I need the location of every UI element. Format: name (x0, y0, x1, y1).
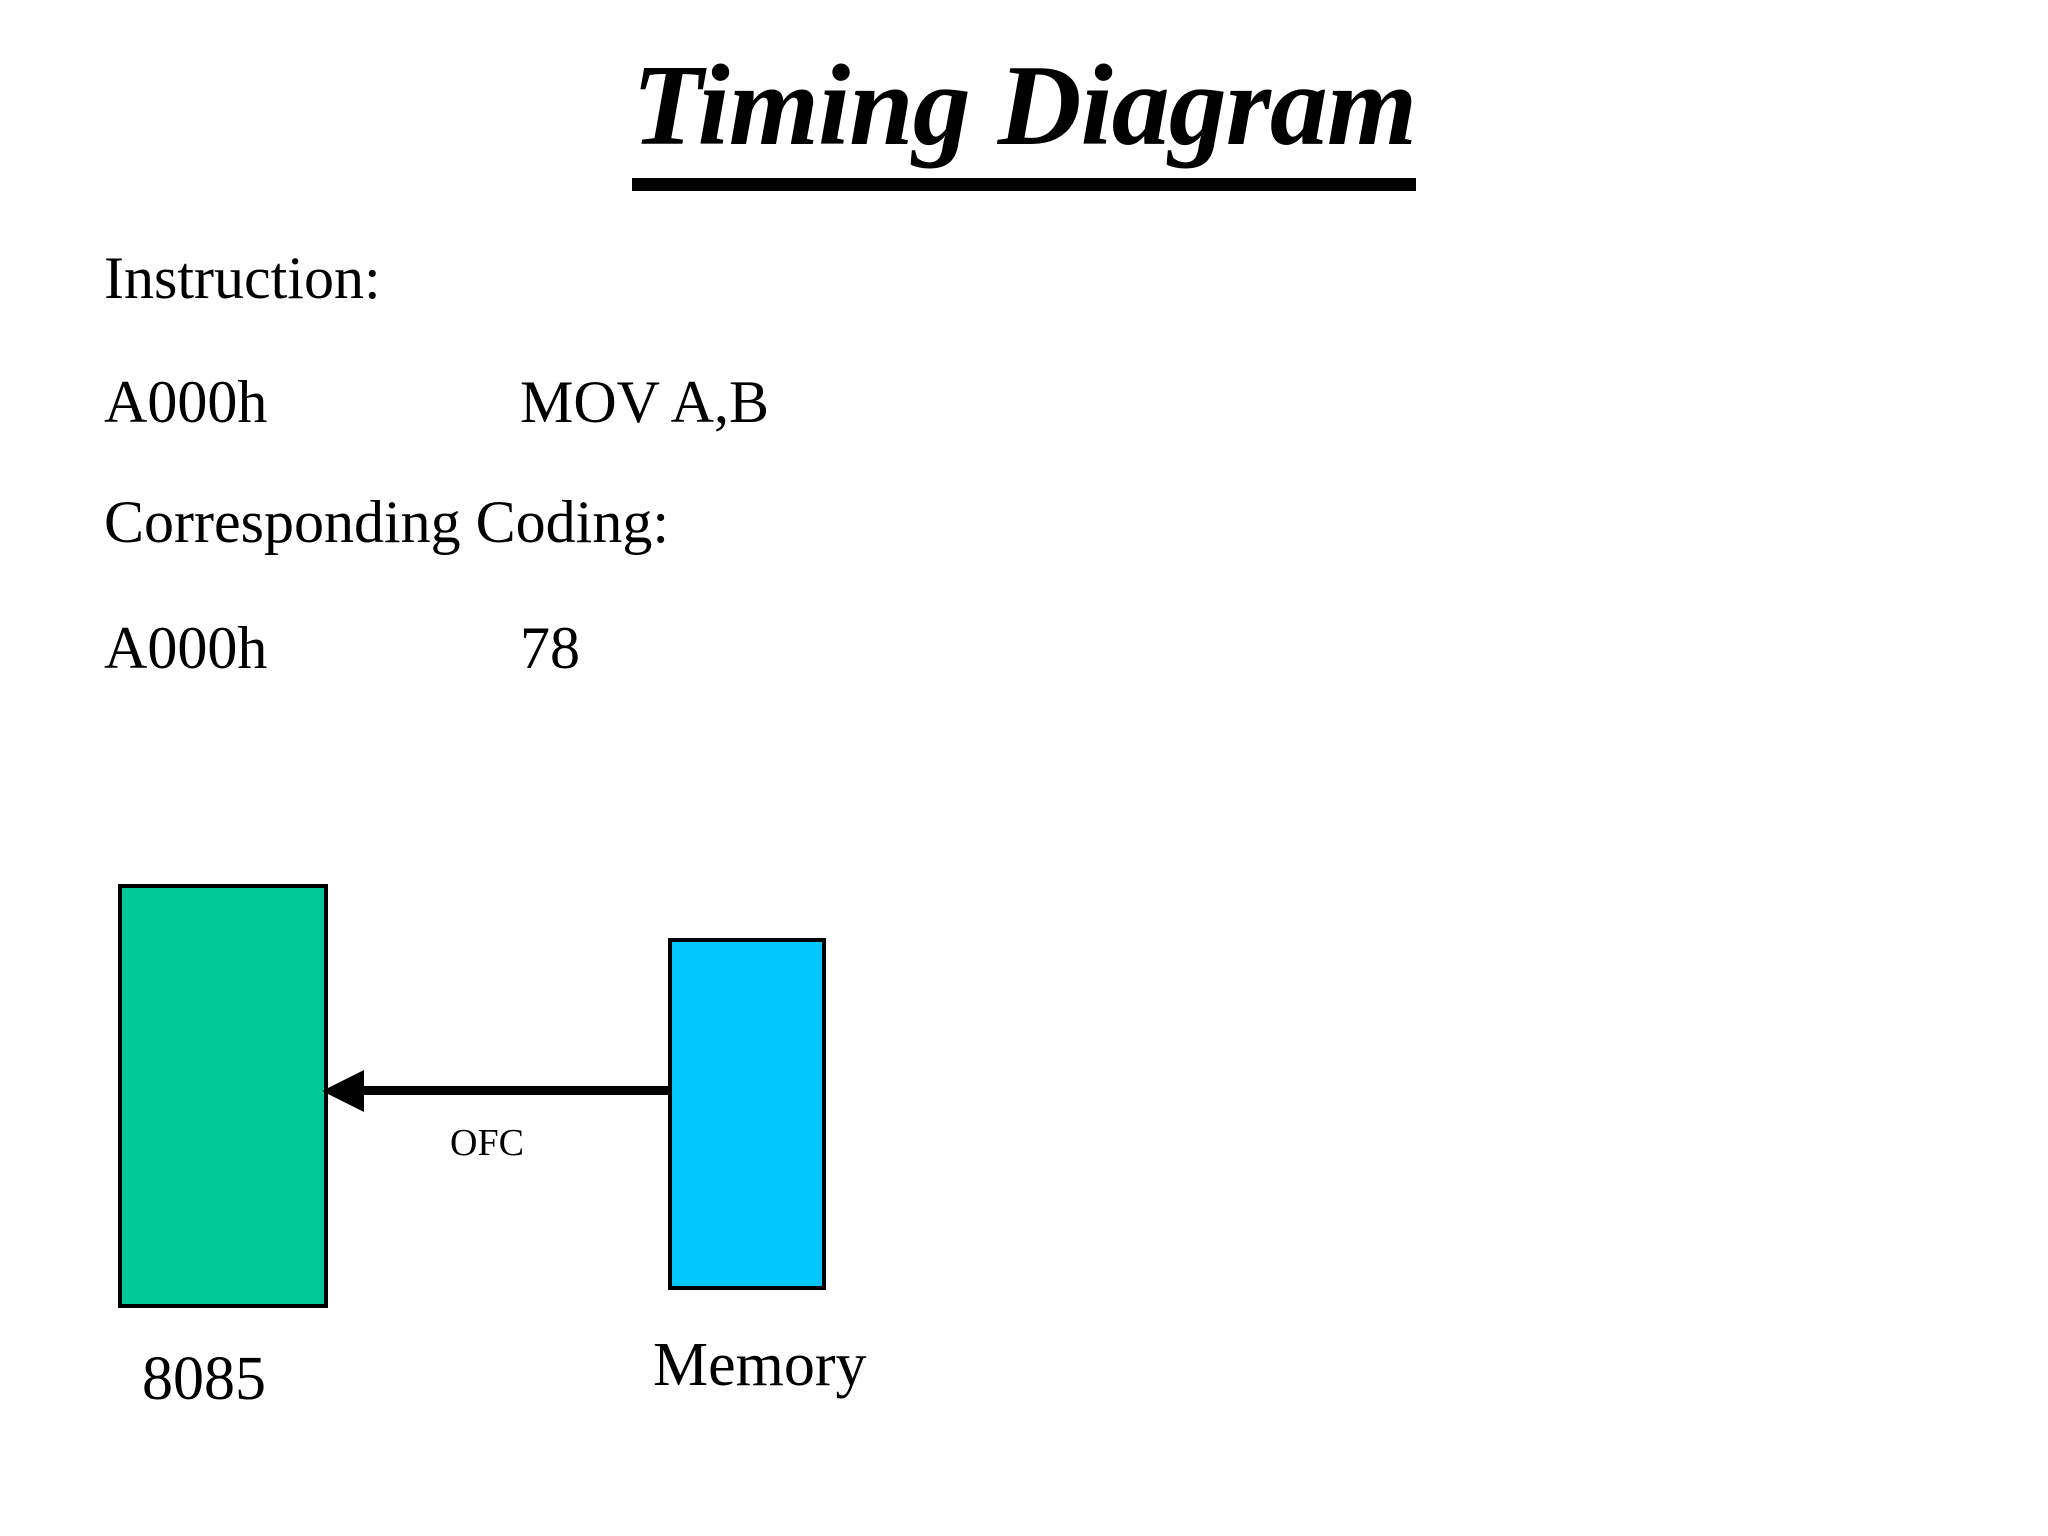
page-title: Timing Diagram (0, 48, 2048, 191)
ofc-arrow-label: OFC (450, 1122, 524, 1164)
ofc-arrow-line (336, 1086, 670, 1095)
page-title-text: Timing Diagram (631, 48, 1417, 191)
instruction-mnemonic: MOV A,B (520, 369, 769, 435)
memory-block-shape (668, 938, 826, 1290)
cpu-block-label: 8085 (142, 1345, 266, 1413)
ofc-arrow-head-icon (322, 1070, 364, 1112)
coding-opcode: 78 (520, 615, 580, 681)
coding-address: A000h (104, 615, 268, 681)
instruction-address: A000h (104, 369, 268, 435)
memory-block-label: Memory (653, 1331, 867, 1399)
instruction-heading: Instruction: (104, 245, 381, 311)
cpu-block-shape (118, 884, 328, 1308)
coding-heading: Corresponding Coding: (104, 489, 669, 555)
